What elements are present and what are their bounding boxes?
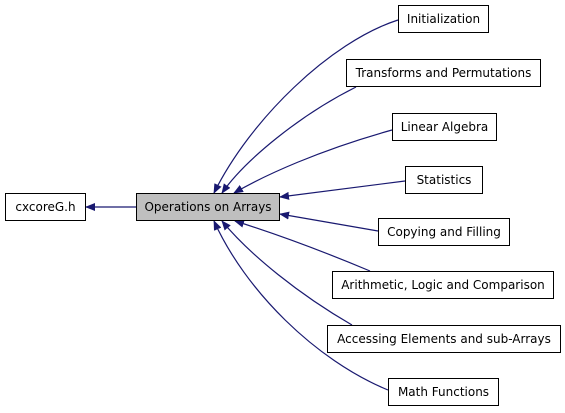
edge-to-statistics xyxy=(279,180,406,200)
edge-to-accessing-elements xyxy=(221,220,353,326)
node-copying-and-filling[interactable]: Copying and Filling xyxy=(378,218,510,246)
node-label: Statistics xyxy=(416,173,472,187)
node-linear-algebra[interactable]: Linear Algebra xyxy=(392,113,497,141)
node-label: Linear Algebra xyxy=(400,120,489,134)
edge-to-initialization xyxy=(213,19,399,194)
edge-to-copying-and-filling xyxy=(279,211,379,232)
edge-to-linear-algebra xyxy=(233,129,393,194)
edge-to-transforms-and-permutations xyxy=(221,86,357,194)
node-math-functions[interactable]: Math Functions xyxy=(388,378,499,406)
node-label: Operations on Arrays xyxy=(144,200,272,214)
edge-to-arithmetic-logic-comparison xyxy=(234,219,371,272)
node-label: Transforms and Permutations xyxy=(355,66,532,80)
node-operations-on-arrays: Operations on Arrays xyxy=(136,193,280,221)
node-transforms-and-permutations[interactable]: Transforms and Permutations xyxy=(346,59,541,87)
node-label: Arithmetic, Logic and Comparison xyxy=(341,278,545,292)
node-label: Accessing Elements and sub-Arrays xyxy=(337,332,551,346)
node-initialization[interactable]: Initialization xyxy=(398,5,489,33)
node-cxcoreg-h[interactable]: cxcoreG.h xyxy=(5,193,86,221)
node-label: Copying and Filling xyxy=(387,225,501,239)
node-arithmetic-logic-and-comparison[interactable]: Arithmetic, Logic and Comparison xyxy=(332,271,554,299)
node-label: Initialization xyxy=(406,12,481,26)
edge-to-math-functions xyxy=(213,220,389,391)
node-accessing-elements-and-sub-arrays[interactable]: Accessing Elements and sub-Arrays xyxy=(327,325,561,353)
node-label: Math Functions xyxy=(397,385,490,399)
node-label: cxcoreG.h xyxy=(15,200,76,214)
node-statistics[interactable]: Statistics xyxy=(405,166,483,194)
